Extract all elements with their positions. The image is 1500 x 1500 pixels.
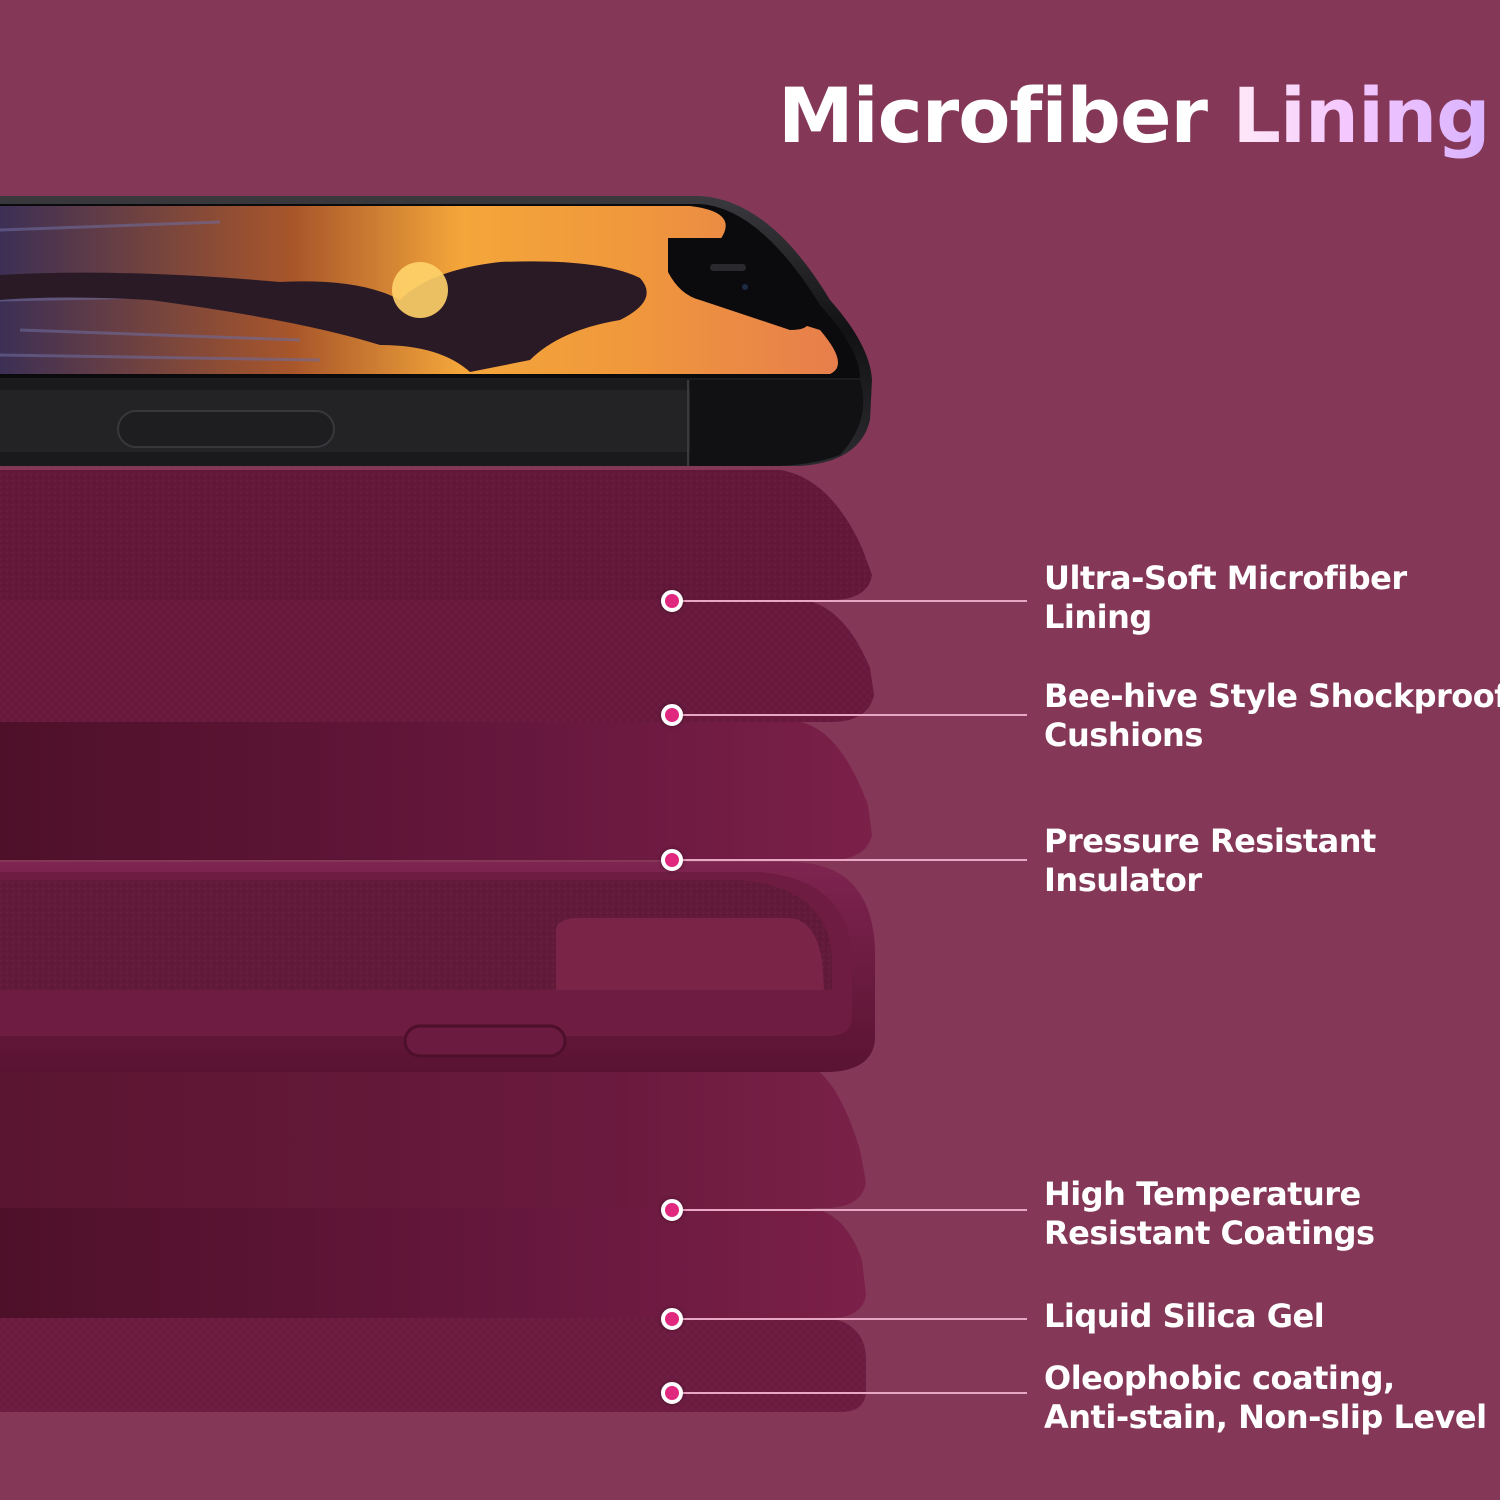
callout-line — [672, 1392, 1027, 1394]
callout-line — [672, 1318, 1027, 1320]
feature-line: Lining — [1044, 598, 1152, 636]
callout-line — [672, 600, 1027, 602]
feature-label-beehive: Bee-hive Style Shockproof Cushions — [1044, 677, 1500, 755]
callout-dot — [661, 1382, 683, 1404]
feature-label-high-temperature: High Temperature Resistant Coatings — [1044, 1175, 1375, 1253]
feature-line: Ultra-Soft Microfiber — [1044, 559, 1407, 597]
feature-line: Liquid Silica Gel — [1044, 1297, 1325, 1335]
feature-label-silica-gel: Liquid Silica Gel — [1044, 1297, 1325, 1336]
feature-label-pressure: Pressure Resistant Insulator — [1044, 822, 1376, 900]
feature-line: Pressure Resistant — [1044, 822, 1376, 860]
title-word-2: Lining — [1232, 71, 1490, 160]
callout-line — [672, 859, 1027, 861]
callout-dot — [661, 849, 683, 871]
feature-line: Oleophobic coating, — [1044, 1359, 1395, 1397]
title-word-1: Microfiber — [778, 71, 1208, 160]
feature-line: Resistant Coatings — [1044, 1214, 1375, 1252]
feature-label-microfiber: Ultra-Soft Microfiber Lining — [1044, 559, 1407, 637]
feature-line: High Temperature — [1044, 1175, 1361, 1213]
callout-dot — [661, 704, 683, 726]
feature-label-oleophobic: Oleophobic coating, Anti-stain, Non-slip… — [1044, 1359, 1487, 1437]
feature-line: Anti-stain, Non-slip Level — [1044, 1398, 1487, 1436]
feature-line: Cushions — [1044, 716, 1203, 754]
callout-dot — [661, 1308, 683, 1330]
page-title: Microfiber Lining — [778, 78, 1491, 154]
feature-line: Insulator — [1044, 861, 1202, 899]
feature-line: Bee-hive Style Shockproof — [1044, 677, 1500, 715]
callout-line — [672, 1209, 1027, 1211]
callout-line — [672, 714, 1027, 716]
callout-dot — [661, 590, 683, 612]
callout-dot — [661, 1199, 683, 1221]
